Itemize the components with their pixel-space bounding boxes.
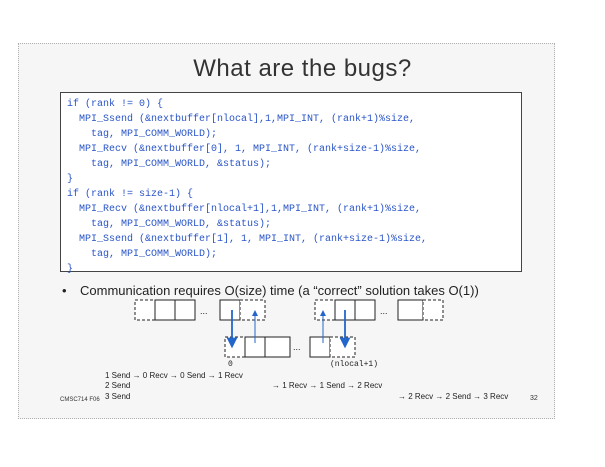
code-line: tag, MPI_COMM_WORLD); xyxy=(67,249,218,260)
bullet-text: Communication requires O(size) time (a “… xyxy=(80,283,479,298)
code-line: MPI_Ssend (&nextbuffer[nlocal],1,MPI_INT… xyxy=(67,114,416,125)
bullet-symbol: • xyxy=(62,283,67,298)
buffer-array-bottom xyxy=(224,336,356,358)
slide-title: What are the bugs? xyxy=(193,55,412,82)
bullet-point: • Communication requires O(size) time (a … xyxy=(62,283,479,298)
sequence-row-2-right: → 1 Recv → 1 Send → 2 Recv xyxy=(272,381,383,390)
ellipsis: ... xyxy=(293,342,301,352)
ellipsis: ... xyxy=(380,306,388,316)
course-footer: CMSC714 F06 xyxy=(60,397,100,403)
ellipsis: ... xyxy=(200,306,208,316)
code-block: if (rank != 0) { MPI_Ssend (&nextbuffer[… xyxy=(60,92,522,275)
buffer-array-top-right xyxy=(314,299,444,321)
code-line: MPI_Recv (&nextbuffer[0], 1, MPI_INT, (r… xyxy=(67,144,422,155)
code-line: } xyxy=(67,174,74,185)
transfer-arrows xyxy=(226,310,351,349)
sequence-row-3-left: 3 Send xyxy=(105,392,131,401)
code-line: tag, MPI_COMM_WORLD, &status); xyxy=(67,159,272,170)
sequence-row-2-left: 2 Send xyxy=(105,381,131,390)
code-line: MPI_Recv (&nextbuffer[nlocal+1],1,MPI_IN… xyxy=(67,204,422,215)
buffer-array-top-left xyxy=(134,299,266,321)
code-line: } xyxy=(67,264,74,275)
code-line: MPI_Ssend (&nextbuffer[1], 1, MPI_INT, (… xyxy=(67,234,428,245)
code-line: if (rank != 0) { xyxy=(67,99,164,110)
sequence-row-3-right: → 2 Recv → 2 Send → 3 Recv xyxy=(398,392,509,401)
sequence-row-1: 1 Send → 0 Recv → 0 Send → 1 Recv xyxy=(105,371,243,380)
code-line: if (rank != size-1) { xyxy=(67,189,194,200)
code-line: tag, MPI_COMM_WORLD, &status); xyxy=(67,219,272,230)
page-number: 32 xyxy=(530,395,538,402)
code-line: tag, MPI_COMM_WORLD); xyxy=(67,129,218,140)
label-index-nlocal-plus-one: (nlocal+1) xyxy=(330,360,378,369)
label-index-zero: 0 xyxy=(228,360,233,369)
